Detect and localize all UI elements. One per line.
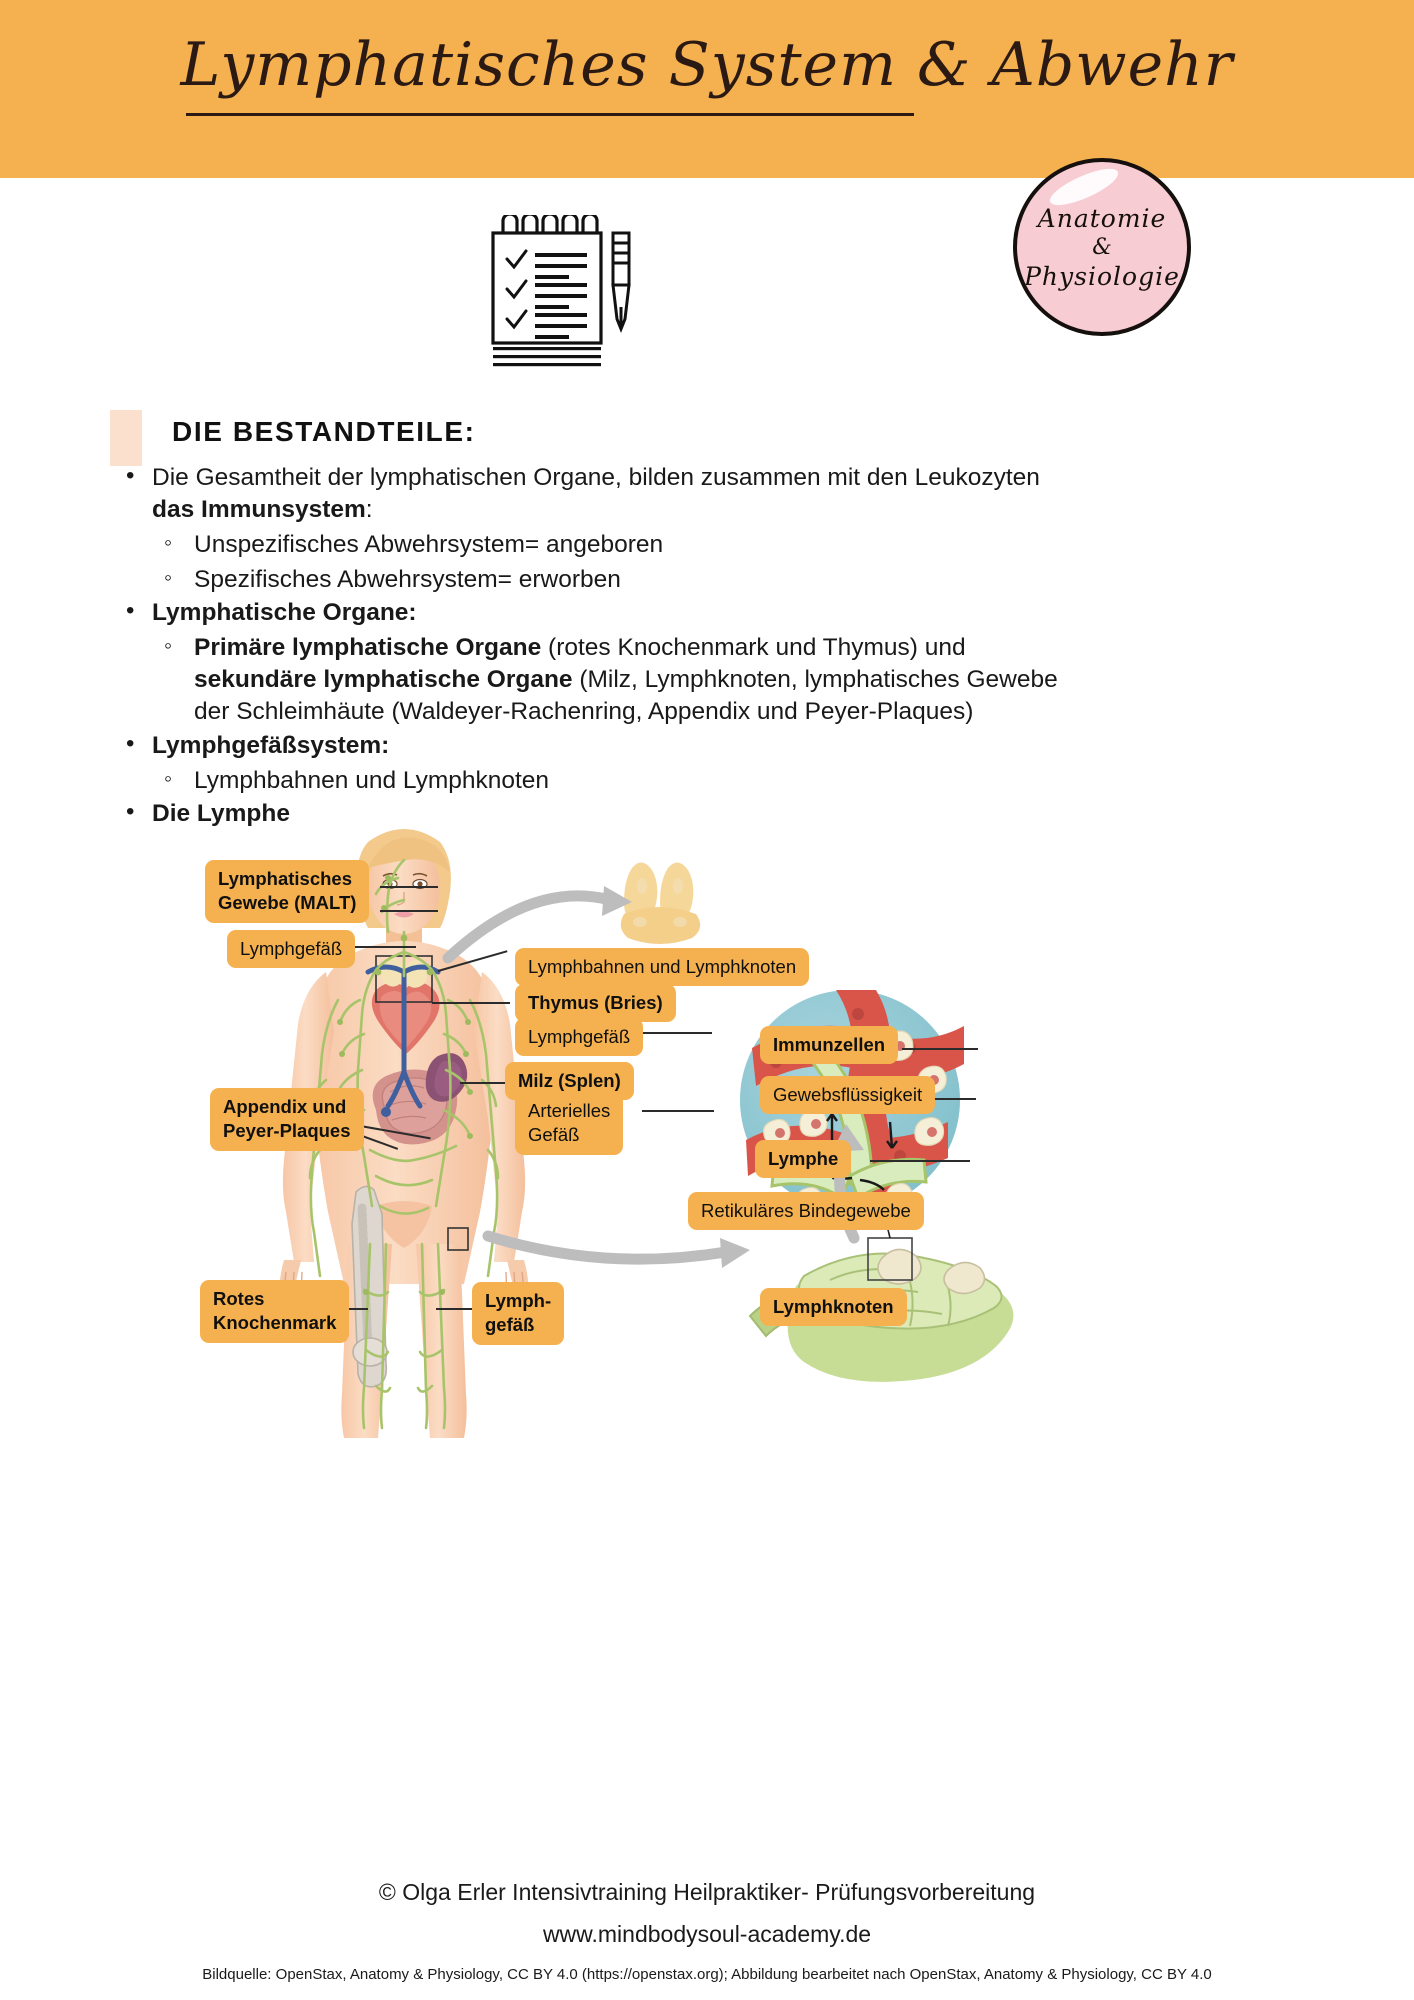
list-item: Die Gesamtheit der lymphatischen Organe,…	[118, 460, 1058, 596]
label-gewebsfluessigkeit: Gewebsflüssigkeit	[760, 1076, 936, 1115]
lymphatic-system-diagram: Lymphatisches Gewebe (MALT) Lymphgefäß L…	[180, 820, 1240, 1440]
leader-lymphgefaess1	[350, 946, 416, 948]
leader-malt-1	[380, 886, 438, 888]
bullet4-heading: Die Lymphe	[152, 800, 290, 828]
label-rotes-knochenmark: Rotes Knochenmark	[200, 1280, 350, 1343]
badge-text-group: Anatomie & Physiologie	[1017, 162, 1187, 332]
list-item: Lymphbahnen und Lymphknoten	[152, 764, 1058, 797]
label-appendix-peyer-plaques: Appendix und Peyer-Plaques	[210, 1088, 364, 1151]
bullet2-heading: Lymphatische Organe:	[152, 599, 417, 627]
bullet2-sub-bold-b: sekundäre lymphatische Organe	[194, 666, 573, 694]
label-lymphbahnen-lymphknoten: Lymphbahnen und Lymphknoten	[515, 948, 810, 987]
label-thymus-bries: Thymus (Bries)	[515, 984, 676, 1023]
vessel-callout-box	[447, 1227, 469, 1251]
bullet1-sub2: Spezifisches Abwehrsystem= erworben	[194, 565, 621, 593]
badge-ampersand: &	[1092, 234, 1112, 260]
footer-website: www.mindbodysoul-academy.de	[542, 1921, 872, 1947]
list-item: Die Lymphe	[118, 796, 1058, 830]
page-title: Lymphatisches System & Abwehr	[180, 30, 1234, 100]
label-lymphgefaess-thorax: Lymphgefäß	[515, 1018, 644, 1057]
leader-lymphgefaess2	[642, 1032, 712, 1034]
bullet3-sub1: Lymphbahnen und Lymphknoten	[194, 766, 550, 794]
bullet2-sub-plain-b: (Milz, Lymphknoten, lymphatisches Gewebe…	[194, 666, 1058, 725]
section-accent-swatch	[110, 410, 142, 466]
leader-immunzellen	[902, 1048, 978, 1050]
bullet1-bold: das Immunsystem	[152, 495, 366, 523]
list-item: Lymphatische Organe: Primäre lymphatisch…	[118, 595, 1058, 728]
subject-badge: Anatomie & Physiologie	[1013, 158, 1191, 336]
spleen	[425, 1053, 468, 1102]
title-underline	[186, 113, 914, 116]
leader-lymphgefaess3	[436, 1308, 472, 1310]
bullet3-heading: Lymphgefäßsystem:	[152, 731, 390, 759]
label-lymphknoten: Lymphknoten	[760, 1288, 907, 1327]
bullet1-text-b: :	[365, 495, 373, 523]
footer-copyright: © Olga Erler Intensivtraining Heilprakti…	[378, 1879, 1036, 1905]
label-arterielles-gefaess: Arterielles Gefäß	[515, 1092, 624, 1155]
fountain-pen-icon	[611, 231, 631, 334]
leader-milz	[460, 1082, 512, 1084]
leader-malt-2	[380, 910, 438, 912]
list-item: Primäre lymphatische Organe (rotes Knoch…	[152, 631, 1058, 728]
badge-line-physiologie: Physiologie	[1024, 261, 1180, 291]
section-heading: DIE BESTANDTEILE:	[172, 416, 476, 447]
leader-lymphe	[870, 1160, 970, 1162]
list-item: Lymphgefäßsystem: Lymphbahnen und Lymphk…	[118, 728, 1058, 797]
label-retikulaeres-bindegewebe: Retikuläres Bindegewebe	[688, 1192, 924, 1231]
label-lymphe: Lymphe	[755, 1140, 852, 1179]
arrow-body-to-thymus	[442, 886, 632, 964]
bullet2-sub-plain-a: (rotes Knochenmark und Thymus) und	[541, 634, 966, 662]
label-immunzellen: Immunzellen	[760, 1026, 899, 1065]
label-lymphatisches-gewebe-malt: Lymphatisches Gewebe (MALT)	[205, 860, 370, 923]
list-item: Unspezifisches Abwehrsystem= angeboren	[152, 528, 1058, 561]
thymus-organ-illustration	[620, 862, 701, 944]
footer-image-source: Bildquelle: OpenStax, Anatomy & Physiolo…	[202, 1966, 1212, 1983]
notepad-checklist-icon	[485, 212, 645, 370]
leader-arteriell	[642, 1110, 714, 1112]
arrow-leg-to-node	[482, 1230, 750, 1268]
content-list: Die Gesamtheit der lymphatischen Organe,…	[118, 460, 1058, 832]
leader-thymus	[432, 1002, 510, 1004]
bullet1-text-a: Die Gesamtheit der lymphatischen Organe,…	[152, 464, 1040, 491]
bullet1-sub1: Unspezifisches Abwehrsystem= angeboren	[194, 530, 664, 558]
list-item: Spezifisches Abwehrsystem= erworben	[152, 563, 1058, 596]
badge-line-anatomie: Anatomie	[1037, 203, 1167, 233]
header-banner	[0, 0, 1414, 178]
bullet2-sub-bold-a: Primäre lymphatische Organe	[194, 634, 542, 662]
human-body-figure	[279, 829, 529, 1438]
label-lymphgefaess-bein: Lymph- gefäß	[472, 1282, 565, 1345]
label-lymphgefaess-hals: Lymphgefäß	[227, 930, 356, 969]
